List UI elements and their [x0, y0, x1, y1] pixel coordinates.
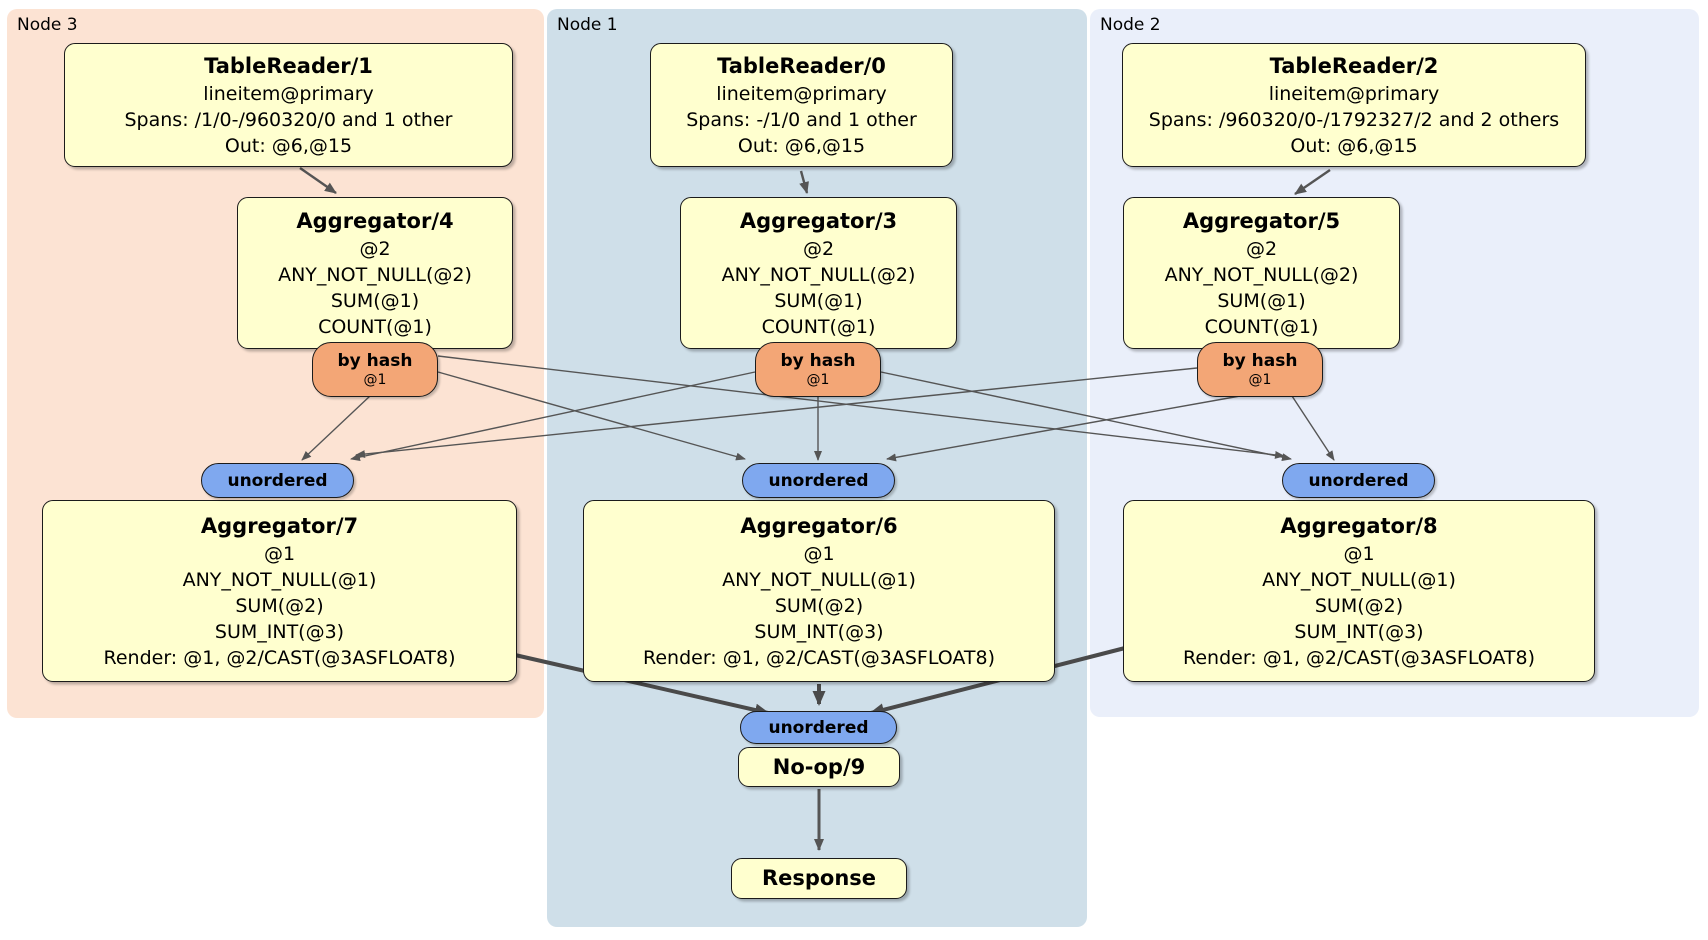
- panel-node3-label: Node 3: [17, 15, 78, 35]
- node-agg-line: SUM(@1): [330, 289, 420, 312]
- edge-router3-stream8: [880, 371, 1292, 462]
- node-spans-line: Spans: -/1/0 and 1 other: [686, 108, 917, 131]
- aggregator-7-node: Aggregator/7 @1 ANY_NOT_NULL(@1) SUM(@2)…: [42, 500, 517, 682]
- node-agg-line: SUM(@2): [774, 594, 864, 617]
- stream-label: unordered: [227, 470, 328, 491]
- router-key: @1: [363, 371, 387, 388]
- node-out-line: Out: @6,@15: [1290, 134, 1418, 157]
- node-title: TableReader/2: [1269, 53, 1439, 78]
- hash-router-node3: by hash @1: [312, 342, 438, 397]
- edge-router3-stream7: [350, 371, 756, 462]
- node-agg-line: SUM_INT(@3): [754, 620, 884, 643]
- node-agg-line: SUM_INT(@3): [1294, 620, 1424, 643]
- node-agg-line: ANY_NOT_NULL(@1): [1262, 568, 1456, 591]
- edge-router4-stream6: [437, 371, 746, 461]
- node-agg-line: SUM(@2): [235, 594, 324, 617]
- aggregator-6-node: Aggregator/6 @1 ANY_NOT_NULL(@1) SUM(@2)…: [583, 500, 1055, 682]
- node-agg-line: SUM(@1): [1217, 289, 1306, 312]
- router-label: by hash: [780, 350, 856, 371]
- aggregator-8-node: Aggregator/8 @1 ANY_NOT_NULL(@1) SUM(@2)…: [1123, 500, 1595, 682]
- node-agg-line: ANY_NOT_NULL(@2): [721, 263, 916, 286]
- edge-router5-stream8: [1291, 395, 1335, 461]
- node-title: Aggregator/6: [740, 513, 898, 538]
- noop-node: No-op/9: [738, 747, 900, 787]
- node-agg-line: SUM_INT(@3): [214, 620, 345, 643]
- node-agg-line: COUNT(@1): [1204, 315, 1319, 338]
- panel-node1-label: Node 1: [557, 15, 618, 35]
- node-title: Aggregator/3: [739, 208, 898, 233]
- edge-tablereader2-aggregator5: [1294, 169, 1331, 195]
- node-groupby-line: @1: [1343, 542, 1375, 565]
- edge-aggregator7-final-stream: [514, 653, 770, 717]
- router-key: @1: [806, 371, 830, 388]
- node-title: Aggregator/4: [296, 208, 454, 233]
- edge-router4-stream8: [437, 355, 1285, 459]
- node-groupby-line: @2: [359, 237, 391, 260]
- node-agg-line: ANY_NOT_NULL(@2): [278, 263, 472, 286]
- aggregator-3-node: Aggregator/3 @2 ANY_NOT_NULL(@2) SUM(@1)…: [680, 197, 957, 349]
- response-node: Response: [731, 858, 907, 899]
- panel-node2-label: Node 2: [1100, 15, 1161, 35]
- node-index-line: lineitem@primary: [716, 82, 887, 105]
- node-title: Response: [761, 866, 877, 890]
- edge-tablereader0-aggregator3: [799, 170, 809, 194]
- stream-label: unordered: [768, 717, 869, 738]
- edge-router5-stream7: [355, 367, 1198, 459]
- aggregator-4-node: Aggregator/4 @2 ANY_NOT_NULL(@2) SUM(@1)…: [237, 197, 513, 349]
- node-out-line: Out: @6,@15: [224, 134, 353, 157]
- node-index-line: lineitem@primary: [1268, 82, 1440, 105]
- unordered-stream-node3: unordered: [201, 463, 354, 498]
- node-title: Aggregator/7: [200, 513, 359, 538]
- table-reader-2-node: TableReader/2 lineitem@primary Spans: /9…: [1122, 43, 1586, 167]
- node-spans-line: Spans: /1/0-/960320/0 and 1 other: [124, 108, 453, 131]
- node-title: TableReader/0: [717, 53, 886, 78]
- node-render-line: Render: @1, @2/CAST(@3ASFLOAT8): [1183, 646, 1535, 669]
- node-title: No-op/9: [772, 754, 866, 779]
- aggregator-5-node: Aggregator/5 @2 ANY_NOT_NULL(@2) SUM(@1)…: [1123, 197, 1400, 349]
- node-groupby-line: @1: [803, 542, 835, 565]
- node-groupby-line: @2: [1245, 237, 1278, 260]
- node-agg-line: SUM(@2): [1314, 594, 1404, 617]
- node-groupby-line: @1: [263, 542, 296, 565]
- node-spans-line: Spans: /960320/0-/1792327/2 and 2 others: [1148, 108, 1560, 131]
- node-render-line: Render: @1, @2/CAST(@3ASFLOAT8): [103, 646, 456, 669]
- router-label: by hash: [1222, 350, 1298, 371]
- node-agg-line: ANY_NOT_NULL(@1): [182, 568, 377, 591]
- node-agg-line: COUNT(@1): [318, 315, 432, 338]
- router-key: @1: [1248, 371, 1272, 388]
- node-index-line: lineitem@primary: [203, 82, 374, 105]
- router-label: by hash: [337, 350, 413, 371]
- node-title: Aggregator/8: [1280, 513, 1438, 538]
- node-render-line: Render: @1, @2/CAST(@3ASFLOAT8): [643, 646, 995, 669]
- node-agg-line: COUNT(@1): [761, 315, 876, 338]
- unordered-stream-final: unordered: [740, 711, 897, 744]
- unordered-stream-node1: unordered: [742, 463, 895, 498]
- table-reader-0-node: TableReader/0 lineitem@primary Spans: -/…: [650, 43, 953, 167]
- hash-router-node1: by hash @1: [755, 342, 881, 397]
- node-agg-line: SUM(@1): [774, 289, 863, 312]
- table-reader-1-node: TableReader/1 lineitem@primary Spans: /1…: [64, 43, 513, 167]
- edge-router4-stream7: [301, 395, 371, 461]
- node-groupby-line: @2: [802, 237, 835, 260]
- edge-tablereader1-aggregator4: [299, 167, 337, 194]
- stream-label: unordered: [768, 470, 869, 491]
- node-out-line: Out: @6,@15: [737, 134, 866, 157]
- node-title: TableReader/1: [204, 53, 373, 78]
- node-title: Aggregator/5: [1182, 208, 1341, 233]
- hash-router-node2: by hash @1: [1197, 342, 1323, 397]
- unordered-stream-node2: unordered: [1282, 463, 1435, 498]
- node-agg-line: ANY_NOT_NULL(@2): [1164, 263, 1359, 286]
- edge-router5-stream6: [886, 395, 1241, 462]
- node-agg-line: ANY_NOT_NULL(@1): [722, 568, 916, 591]
- stream-label: unordered: [1308, 470, 1409, 491]
